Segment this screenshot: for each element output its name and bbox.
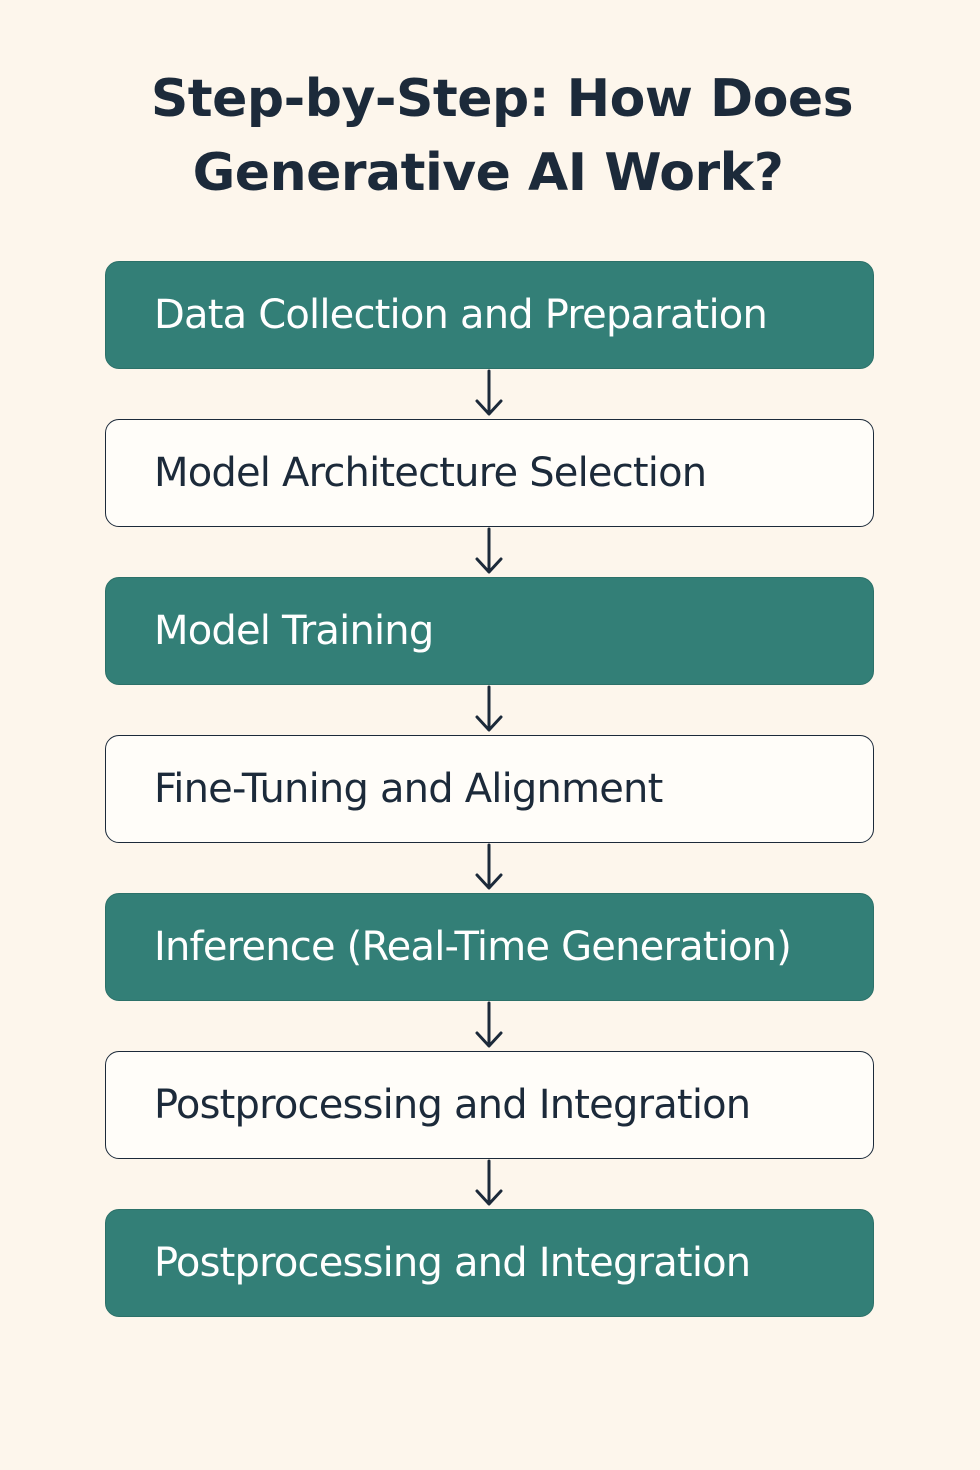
connector-3 (105, 685, 874, 735)
step-6-label: Postprocessing and Integration (154, 1082, 751, 1128)
arrow-down-icon (475, 843, 502, 890)
connector-4 (105, 843, 874, 893)
step-1-label: Data Collection and Preparation (154, 292, 768, 338)
step-3-box: Model Training (105, 577, 874, 685)
step-7-label: Postprocessing and Integration (154, 1240, 751, 1286)
step-5-label: Inference (Real-Time Generation) (154, 924, 792, 970)
step-3-label: Model Training (154, 608, 434, 654)
process-flowchart: Data Collection and Preparation Model Ar… (105, 261, 874, 1317)
connector-2 (105, 527, 874, 577)
title-line-2: Generative AI Work? (192, 143, 784, 203)
arrow-down-icon (475, 1159, 502, 1206)
step-4-box: Fine-Tuning and Alignment (105, 735, 874, 843)
arrow-down-icon (475, 369, 502, 416)
step-6-box: Postprocessing and Integration (105, 1051, 874, 1159)
arrow-down-icon (475, 527, 502, 574)
connector-1 (105, 369, 874, 419)
connector-5 (105, 1001, 874, 1051)
step-4-label: Fine-Tuning and Alignment (154, 766, 663, 812)
arrow-down-icon (475, 685, 502, 732)
title-line-1: Step-by-Step: How Does (150, 69, 854, 129)
connector-6 (105, 1159, 874, 1209)
step-2-label: Model Architecture Selection (154, 450, 707, 496)
page-title: Step-by-Step: How Does Generative AI Wor… (0, 62, 980, 210)
arrow-down-icon (475, 1001, 502, 1048)
step-7-box: Postprocessing and Integration (105, 1209, 874, 1317)
step-2-box: Model Architecture Selection (105, 419, 874, 527)
step-1-box: Data Collection and Preparation (105, 261, 874, 369)
step-5-box: Inference (Real-Time Generation) (105, 893, 874, 1001)
